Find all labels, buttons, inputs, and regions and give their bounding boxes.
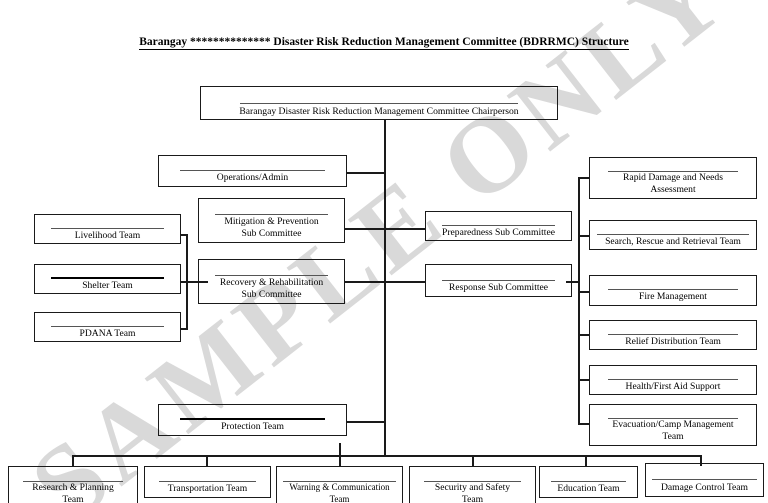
node-search-rescue-retrieval-team[interactable]: Search, Rescue and Retrieval Team	[589, 220, 757, 250]
node-response-sub-committee-label: Response Sub Committee	[448, 281, 549, 293]
node-pdana-team[interactable]: PDANA Team	[34, 312, 181, 342]
node-operations-admin-rule	[179, 170, 326, 171]
connector-bottom-drop-warning	[339, 443, 341, 466]
node-rapid-damage-needs-assessment-label: Rapid Damage and Needs Assessment	[623, 172, 723, 195]
node-warning-communication-team-rule	[283, 481, 396, 482]
connector-response-to-trunk	[384, 281, 426, 283]
node-fire-management[interactable]: Fire Management	[589, 275, 757, 306]
connector-shelter-stub	[181, 281, 188, 283]
node-security-safety-team[interactable]: Security and Safety Team	[409, 466, 536, 503]
node-chairperson[interactable]: Barangay Disaster Risk Reduction Managem…	[200, 86, 558, 120]
node-security-safety-team-label: Security and Safety Team	[434, 482, 511, 503]
connector-livelihood-stub	[181, 234, 188, 236]
connector-bottom-drop-security	[472, 455, 474, 466]
node-search-rescue-retrieval-team-label: Search, Rescue and Retrieval Team	[605, 235, 741, 247]
node-research-planning-team[interactable]: Research & Planning Team	[8, 466, 138, 503]
connector-pdana-stub	[181, 328, 188, 330]
node-protection-team-rule	[179, 418, 326, 420]
connector-bottom-drop-research	[72, 455, 74, 466]
node-operations-admin[interactable]: Operations/Admin	[158, 155, 347, 187]
connector-right-bracket-vertical	[578, 177, 580, 423]
connector-health-stub	[578, 379, 590, 381]
connector-left-bracket-to-recovery	[186, 281, 208, 283]
node-livelihood-team-label: Livelihood Team	[74, 229, 141, 241]
node-education-team[interactable]: Education Team	[539, 466, 638, 498]
node-preparedness-sub-committee-rule	[441, 225, 556, 226]
node-health-first-aid-support[interactable]: Health/First Aid Support	[589, 365, 757, 395]
connector-main-trunk	[384, 120, 386, 455]
page-title: Barangay ************** Disaster Risk Re…	[0, 36, 768, 50]
node-damage-control-team-label: Damage Control Team	[660, 481, 749, 493]
node-shelter-team-label: Shelter Team	[82, 279, 133, 291]
node-relief-distribution-team[interactable]: Relief Distribution Team	[589, 320, 757, 350]
node-rapid-damage-needs-assessment[interactable]: Rapid Damage and Needs Assessment	[589, 157, 757, 199]
node-preparedness-sub-committee[interactable]: Preparedness Sub Committee	[425, 211, 572, 241]
node-education-team-label: Education Team	[557, 482, 620, 494]
connector-fire-stub	[578, 291, 590, 293]
node-mitigation-prevention-rule	[214, 214, 329, 215]
node-recovery-rehabilitation-rule	[214, 275, 329, 276]
node-relief-distribution-team-rule	[608, 334, 738, 335]
node-protection-team[interactable]: Protection Team	[158, 404, 347, 436]
node-recovery-rehabilitation-label: Recovery & Rehabilitation Sub Committee	[219, 277, 324, 300]
node-shelter-team-rule	[50, 277, 165, 279]
node-relief-distribution-team-label: Relief Distribution Team	[625, 335, 721, 347]
connector-bottom-bar	[72, 455, 700, 457]
node-fire-management-label: Fire Management	[639, 290, 707, 302]
node-pdana-team-label: PDANA Team	[79, 327, 136, 339]
node-response-sub-committee[interactable]: Response Sub Committee	[425, 264, 572, 297]
node-chairperson-label: Barangay Disaster Risk Reduction Managem…	[239, 105, 519, 117]
node-response-sub-committee-rule	[441, 280, 556, 281]
node-shelter-team[interactable]: Shelter Team	[34, 264, 181, 294]
connector-srr-stub	[578, 235, 590, 237]
node-mitigation-prevention[interactable]: Mitigation & Prevention Sub Committee	[198, 198, 345, 243]
connector-evacuation-stub	[578, 423, 590, 425]
connector-protection-to-trunk	[347, 421, 386, 423]
connector-rdna-stub	[578, 177, 590, 179]
node-chairperson-rule	[240, 103, 518, 104]
node-livelihood-team[interactable]: Livelihood Team	[34, 214, 181, 244]
node-protection-team-label: Protection Team	[221, 420, 284, 432]
page-title-text: Barangay ************** Disaster Risk Re…	[139, 36, 629, 50]
node-rapid-damage-needs-assessment-rule	[608, 171, 738, 172]
node-fire-management-rule	[608, 289, 738, 290]
node-recovery-rehabilitation[interactable]: Recovery & Rehabilitation Sub Committee	[198, 259, 345, 304]
node-warning-communication-team-label: Warning & Communication Team	[289, 482, 390, 503]
node-evacuation-camp-management-team-rule	[608, 418, 738, 419]
node-damage-control-team[interactable]: Damage Control Team	[645, 463, 764, 497]
connector-preparedness-to-trunk	[384, 228, 426, 230]
node-evacuation-camp-management-team[interactable]: Evacuation/Camp Management Team	[589, 404, 757, 446]
node-livelihood-team-rule	[50, 228, 165, 229]
connector-recovery-to-trunk	[345, 281, 386, 283]
node-transportation-team-label: Transportation Team	[167, 482, 248, 494]
node-warning-communication-team[interactable]: Warning & Communication Team	[276, 466, 403, 503]
connector-operations-to-trunk	[347, 172, 386, 174]
connector-bottom-drop-transportation	[206, 455, 208, 466]
node-operations-admin-label: Operations/Admin	[216, 171, 289, 183]
node-search-rescue-retrieval-team-rule	[596, 234, 750, 235]
node-pdana-team-rule	[50, 326, 165, 327]
node-health-first-aid-support-label: Health/First Aid Support	[625, 380, 721, 392]
connector-bottom-drop-damage	[700, 455, 702, 466]
connector-chair-stub	[384, 120, 386, 126]
connector-response-to-right-bracket	[566, 281, 580, 283]
node-mitigation-prevention-label: Mitigation & Prevention Sub Committee	[224, 216, 319, 239]
node-research-planning-team-rule	[23, 481, 123, 482]
node-security-safety-team-rule	[423, 481, 522, 482]
node-damage-control-team-rule	[651, 479, 758, 480]
connector-bottom-drop-education	[585, 455, 587, 466]
node-education-team-rule	[550, 481, 627, 482]
node-transportation-team-rule	[158, 481, 257, 482]
node-preparedness-sub-committee-label: Preparedness Sub Committee	[442, 226, 555, 238]
node-research-planning-team-label: Research & Planning Team	[32, 482, 114, 503]
connector-mitigation-to-trunk	[345, 228, 386, 230]
connector-relief-stub	[578, 334, 590, 336]
node-transportation-team[interactable]: Transportation Team	[144, 466, 271, 498]
node-evacuation-camp-management-team-label: Evacuation/Camp Management Team	[612, 419, 734, 442]
node-health-first-aid-support-rule	[608, 379, 738, 380]
